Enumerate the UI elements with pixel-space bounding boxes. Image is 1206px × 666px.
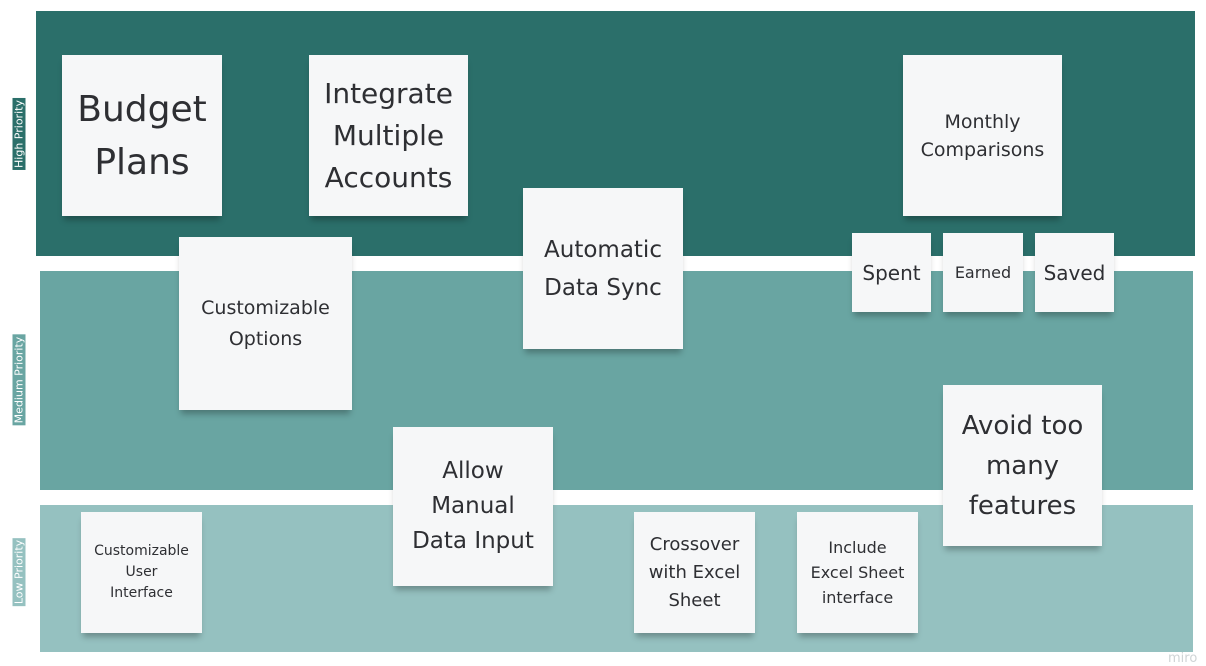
sticky-note-text: Customizable Options: [201, 296, 330, 350]
sticky-note-automatic-data-sync[interactable]: Automatic Data Sync: [523, 188, 683, 349]
sticky-note-customizable-options[interactable]: Customizable Options: [179, 237, 352, 410]
sticky-note-text: Crossover with Excel Sheet: [648, 533, 741, 611]
sticky-note-avoid-features[interactable]: Avoid too many features: [943, 385, 1102, 546]
sticky-note-text: Integrate Multiple Accounts: [324, 76, 453, 194]
sticky-note-crossover-excel[interactable]: Crossover with Excel Sheet: [634, 512, 755, 633]
sticky-note-spent[interactable]: Spent: [852, 233, 931, 312]
sticky-note-earned[interactable]: Earned: [943, 233, 1023, 312]
sticky-note-budget-plans[interactable]: Budget Plans: [62, 55, 222, 216]
sticky-note-text: Spent: [862, 260, 921, 285]
high-priority-label: High Priority: [12, 98, 26, 170]
sticky-note-text: Saved: [1043, 260, 1106, 285]
sticky-note-monthly-comparisons[interactable]: Monthly Comparisons: [903, 55, 1062, 216]
sticky-note-text: Allow Manual Data Input: [412, 458, 534, 554]
sticky-note-customizable-ui[interactable]: Customizable User Interface: [81, 512, 202, 633]
medium-priority-label: Medium Priority: [12, 334, 26, 426]
sticky-note-saved[interactable]: Saved: [1035, 233, 1114, 312]
sticky-note-text: Earned: [954, 262, 1012, 282]
sticky-note-text: Include Excel Sheet interface: [810, 538, 905, 607]
sticky-note-integrate-accounts[interactable]: Integrate Multiple Accounts: [309, 55, 468, 216]
sticky-note-text: Avoid too many features: [961, 410, 1084, 521]
sticky-note-text: Automatic Data Sync: [544, 236, 662, 301]
sticky-note-text: Budget Plans: [77, 88, 207, 183]
sticky-note-manual-data-input[interactable]: Allow Manual Data Input: [393, 427, 553, 586]
sticky-note-text: Customizable User Interface: [94, 543, 189, 601]
low-priority-label: Low Priority: [12, 537, 26, 607]
sticky-note-text: Monthly Comparisons: [920, 110, 1045, 161]
sticky-note-include-excel[interactable]: Include Excel Sheet interface: [797, 512, 918, 633]
miro-watermark: miro: [1168, 651, 1198, 666]
